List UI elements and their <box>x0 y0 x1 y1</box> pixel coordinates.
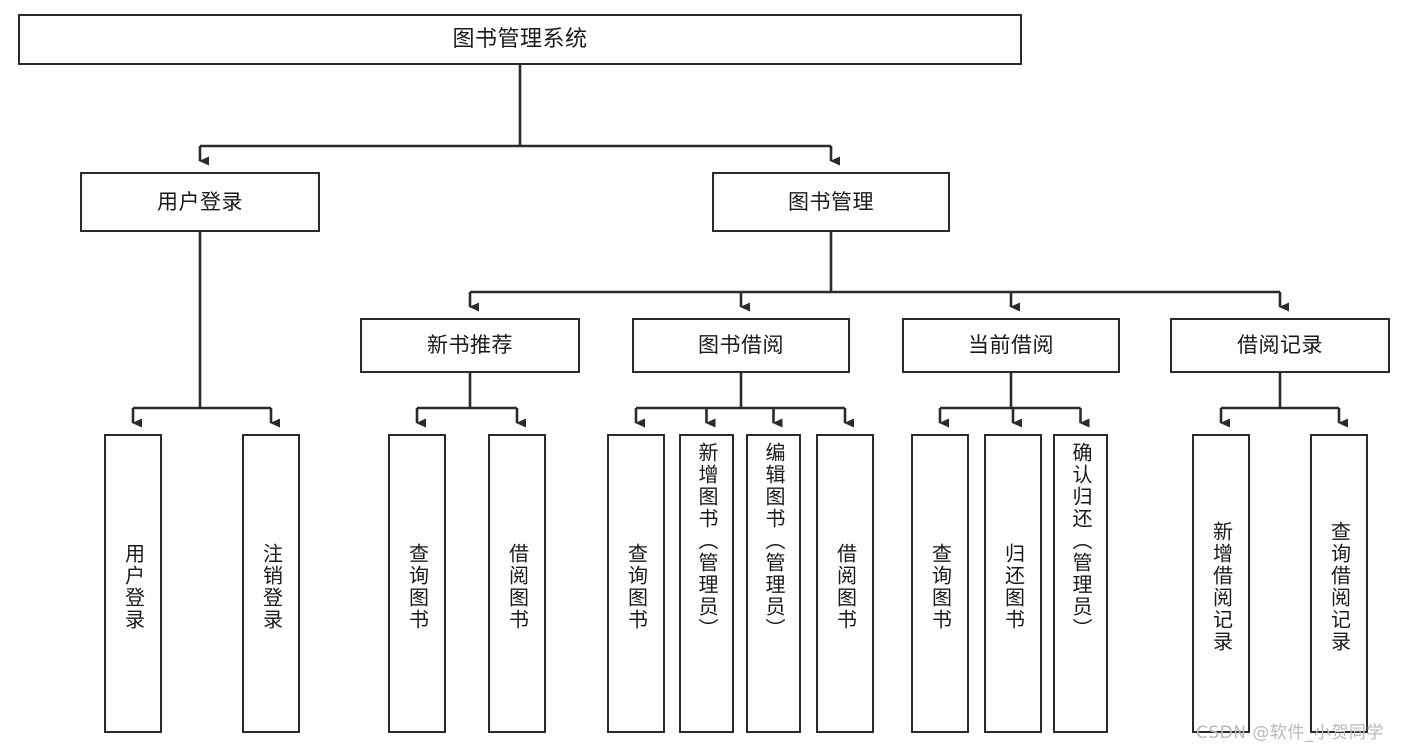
node-book-borrow[interactable]: 图书借阅 <box>632 318 850 373</box>
node-leaf-rcd-add[interactable]: 新增借阅记录 <box>1192 434 1250 733</box>
node-leaf-brw-query[interactable]: 查询图书 <box>607 434 665 733</box>
node-label-book-manage: 图书管理 <box>788 189 874 214</box>
node-loan-record[interactable]: 借阅记录 <box>1170 318 1390 373</box>
node-label-user-login: 用户登录 <box>157 189 243 214</box>
node-leaf-brw-add[interactable]: 新增图书（管理员） <box>679 434 734 733</box>
node-label-loan-record: 借阅记录 <box>1237 333 1323 358</box>
node-leaf-user-logout[interactable]: 注销登录 <box>242 434 300 733</box>
node-label-leaf-rec-borrow: 借阅图书 <box>505 542 530 631</box>
node-label-leaf-rec-query: 查询图书 <box>405 542 430 631</box>
node-label-leaf-cur-query: 查询图书 <box>928 542 953 631</box>
node-label-leaf-brw-query: 查询图书 <box>624 542 649 631</box>
node-leaf-cur-query[interactable]: 查询图书 <box>911 434 969 733</box>
node-book-manage[interactable]: 图书管理 <box>712 172 950 232</box>
node-leaf-rec-query[interactable]: 查询图书 <box>388 434 446 733</box>
node-label-leaf-rcd-add: 新增借阅记录 <box>1209 520 1234 653</box>
node-leaf-brw-edit[interactable]: 编辑图书（管理员） <box>746 434 801 733</box>
node-label-root: 图书管理系统 <box>452 26 588 52</box>
node-label-leaf-user-login: 用户登录 <box>121 542 146 631</box>
node-leaf-brw-borrow[interactable]: 借阅图书 <box>816 434 874 733</box>
node-label-leaf-user-logout: 注销登录 <box>259 542 284 631</box>
node-leaf-rec-borrow[interactable]: 借阅图书 <box>488 434 546 733</box>
node-label-leaf-rcd-query: 查询借阅记录 <box>1327 520 1352 653</box>
node-label-leaf-brw-add: 新增图书（管理员） <box>695 442 719 640</box>
node-label-leaf-cur-return: 归还图书 <box>1001 542 1026 631</box>
node-current-loan[interactable]: 当前借阅 <box>902 318 1120 373</box>
node-leaf-cur-return[interactable]: 归还图书 <box>984 434 1042 733</box>
node-label-book-borrow: 图书借阅 <box>698 333 784 358</box>
node-root[interactable]: 图书管理系统 <box>18 14 1022 65</box>
node-leaf-rcd-query[interactable]: 查询借阅记录 <box>1310 434 1368 733</box>
node-new-book-rec[interactable]: 新书推荐 <box>360 318 580 373</box>
node-leaf-user-login[interactable]: 用户登录 <box>104 434 162 733</box>
node-label-leaf-cur-confirm: 确认归还（管理员） <box>1069 442 1093 640</box>
node-label-leaf-brw-borrow: 借阅图书 <box>833 542 858 631</box>
node-leaf-cur-confirm[interactable]: 确认归还（管理员） <box>1053 434 1108 733</box>
node-label-new-book-rec: 新书推荐 <box>427 333 513 358</box>
node-label-current-loan: 当前借阅 <box>968 333 1054 358</box>
node-label-leaf-brw-edit: 编辑图书（管理员） <box>762 442 786 640</box>
watermark-label: CSDN @软件_小贺同学 <box>1196 723 1384 743</box>
node-user-login[interactable]: 用户登录 <box>80 172 320 232</box>
